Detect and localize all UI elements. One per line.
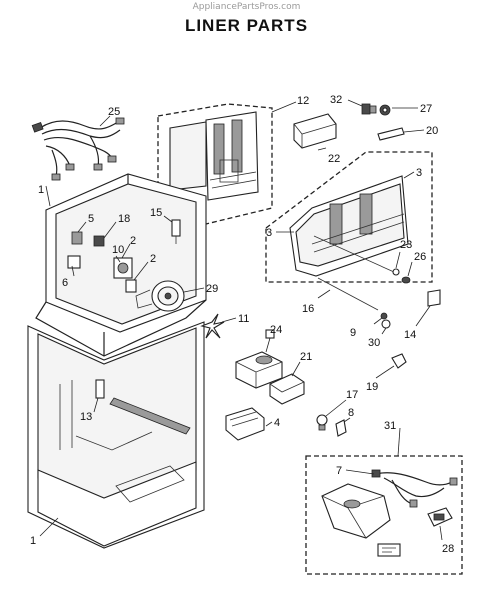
bracket-21 bbox=[269, 361, 305, 405]
callout-12: 12 bbox=[297, 95, 309, 107]
bulb-17-socket-8 bbox=[316, 399, 351, 437]
callout-24: 24 bbox=[270, 324, 282, 336]
callout-13: 13 bbox=[80, 411, 92, 423]
control-parts bbox=[67, 215, 181, 293]
callout-26: 26 bbox=[414, 251, 426, 263]
callout-18: 18 bbox=[118, 213, 130, 225]
callout-4: 4 bbox=[274, 417, 280, 429]
callout-32: 32 bbox=[330, 94, 342, 106]
callout-22: 22 bbox=[328, 153, 340, 165]
callout-2a: 2 bbox=[130, 235, 136, 247]
callout-7: 7 bbox=[336, 465, 342, 477]
callout-9: 9 bbox=[350, 327, 356, 339]
fan-shroud-29 bbox=[135, 280, 205, 312]
lamp-socket-13 bbox=[93, 379, 105, 413]
callout-11: 11 bbox=[238, 313, 249, 325]
callout-28: 28 bbox=[442, 543, 454, 555]
callout-16: 16 bbox=[302, 303, 314, 315]
kit-31 bbox=[305, 427, 463, 575]
callout-8: 8 bbox=[348, 407, 354, 419]
callout-1a: 1 bbox=[38, 184, 44, 196]
callout-10: 10 bbox=[112, 244, 124, 256]
callout-14: 14 bbox=[404, 329, 416, 341]
callout-21: 21 bbox=[300, 351, 312, 363]
callout-5: 5 bbox=[88, 213, 94, 225]
cover-hardware-parts bbox=[313, 235, 441, 335]
callout-29: 29 bbox=[206, 283, 218, 295]
callout-3a: 3 bbox=[416, 167, 422, 179]
wire-harness-25 bbox=[31, 115, 125, 181]
callout-6: 6 bbox=[62, 277, 68, 289]
callout-31: 31 bbox=[384, 420, 396, 432]
callout-labels: 25 12 32 27 20 22 3 3 1 5 18 15 2 10 2 6… bbox=[30, 94, 454, 555]
page-title: LINER PARTS bbox=[184, 16, 309, 35]
clip-19 bbox=[375, 353, 407, 379]
diffuser-4 bbox=[225, 407, 273, 441]
callout-2b: 2 bbox=[150, 253, 156, 265]
callout-25: 25 bbox=[108, 106, 120, 118]
evaporator-cover-3 bbox=[265, 151, 433, 283]
callout-20: 20 bbox=[426, 125, 438, 137]
control-housing-24 bbox=[235, 329, 283, 389]
callout-27: 27 bbox=[420, 103, 432, 115]
callout-19: 19 bbox=[366, 381, 378, 393]
callout-17: 17 bbox=[346, 389, 358, 401]
callout-1b: 1 bbox=[30, 535, 36, 547]
trim-piece-22 bbox=[293, 113, 337, 151]
callout-3b: 3 bbox=[266, 227, 272, 239]
callout-30: 30 bbox=[368, 337, 380, 349]
watermark-text: AppliancePartsPros.com bbox=[192, 2, 301, 12]
hardware-32-27-20 bbox=[347, 99, 425, 141]
fan-blade-11 bbox=[200, 313, 237, 339]
callout-15: 15 bbox=[150, 207, 162, 219]
callout-23: 23 bbox=[400, 239, 412, 251]
